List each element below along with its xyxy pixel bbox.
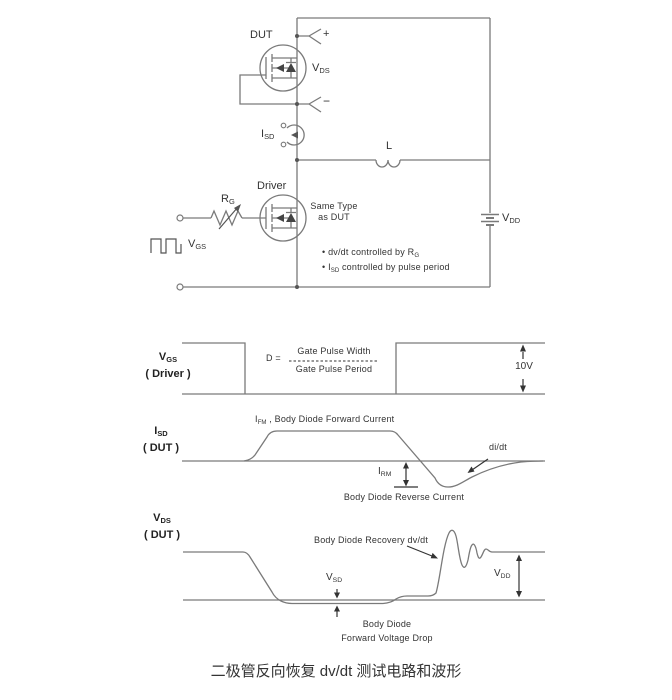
battery-symbol [481,213,499,226]
waveform-vgs [182,342,545,395]
vgs-pulse-glyph [150,238,182,254]
reverse-current-label: Body Diode Reverse Current [343,492,465,502]
same-type-label: Same Type as DUT [310,201,358,222]
irm-label: IRM [378,466,392,478]
vdd-circuit-label: VDD [502,212,521,225]
vdd-wave-label: VDD [494,568,511,580]
amplitude-10v-arrow [520,344,526,393]
recovery-dvdt-label: Body Diode Recovery dv/dt [314,535,429,545]
figure-caption: 二极管反向恢复 dv/dt 测试电路和波形 [210,663,462,680]
dut-mosfet-symbol [259,44,307,92]
vsd-down-arrow [334,589,340,599]
dut-gate-short-wire [239,74,296,105]
forward-drop-label: Body Diode Forward Voltage Drop [341,619,433,643]
probe-plus-lines [297,28,322,45]
current-probe-symbol [280,122,305,148]
vds-circuit-label: VDS [312,62,330,75]
fwd-drop-up-arrow [334,605,340,617]
didt-label: di/dt [489,442,508,452]
vsd-label: VSD [326,572,343,584]
dut-body-diode [286,63,296,72]
rg-label: RG [221,193,235,206]
dut-body-arrow [276,64,284,72]
ifm-label: IFM , Body Diode Forward Current [255,414,395,426]
duty-denominator: Gate Pulse Period [295,364,373,374]
driver-body-arrow [276,214,284,222]
vdd-arrow [516,554,522,598]
isd-axis-label: ISD ( DUT ) [142,425,180,454]
driver-label: Driver [257,180,287,192]
inductor-label: L [386,140,393,152]
probe-minus-label: − [323,94,331,108]
note-dvdt: • dv/dt controlled by RG [322,247,420,259]
waveform-vds [183,529,545,605]
rg-variable-arrow [218,204,241,230]
vds-axis-label: VDS ( DUT ) [143,512,181,541]
probe-minus-lines [297,96,322,113]
probe-plus-label: + [323,28,330,40]
duty-numerator: Gate Pulse Width [297,346,371,356]
driver-mosfet-symbol [259,194,307,242]
waveform-isd [182,430,545,488]
rg-resistor-zigzag [210,209,243,227]
isd-circuit-label: ISD [261,128,275,141]
vgs-circuit-label: VGS [188,238,207,251]
didt-pointer-arrow [467,458,489,473]
irm-arrow [394,462,418,488]
inductor-symbol [375,159,401,168]
driver-body-diode [286,213,296,222]
dut-label: DUT [250,29,273,41]
terminals-and-junctions [176,34,299,291]
note-isd: • ISD controlled by pulse period [322,262,450,274]
vgs-amplitude-label: 10V [515,361,533,372]
duty-lhs: D = [266,353,281,363]
vgs-axis-label: VGS ( Driver ) [145,351,191,380]
recovery-pointer-arrow [406,545,438,559]
